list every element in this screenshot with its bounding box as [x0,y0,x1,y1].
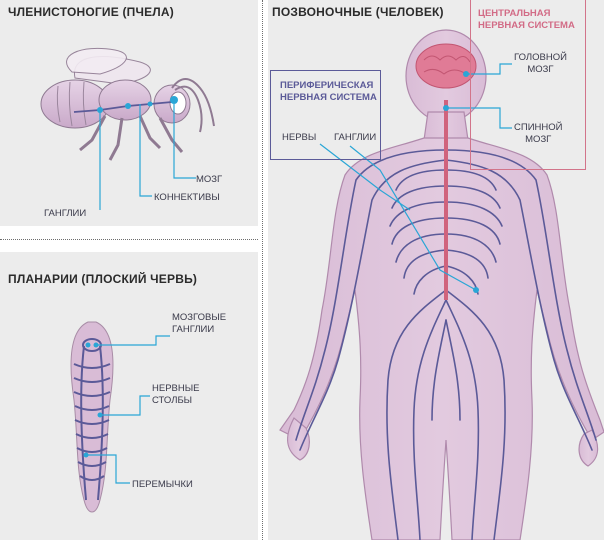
bee-brain-label: МОЗГ [196,174,223,185]
planaria-nerve-cords-label-line2: СТОЛБЫ [152,395,193,406]
bee-illustration [40,47,215,161]
cns-title-line2: НЕРВНАЯ СИСТЕМА [478,20,575,31]
planaria-panel [0,252,258,540]
planaria-brain-ganglia-label-line2: ГАНГЛИИ [172,324,215,335]
vertical-divider [262,0,263,540]
planaria-illustration [70,321,114,513]
brain-shape [415,43,477,89]
insect-title: ЧЛЕНИСТОНОГИЕ (ПЧЕЛА) [8,5,174,19]
planaria-nerve-cords-label-line1: НЕРВНЫЕ [152,383,200,394]
bee-connectives-label: КОННЕКТИВЫ [154,192,220,203]
spinal-cord-label-line2: МОЗГ [525,134,552,145]
pns-box [270,70,381,160]
cns-box [470,0,586,170]
cns-title-line1: ЦЕНТРАЛЬНАЯ [478,8,551,19]
peripheral-nerves [295,149,597,540]
human-brain-label-line2: МОЗГ [527,64,554,75]
human-ganglia-label: ГАНГЛИИ [334,132,377,143]
vertebrate-title: ПОЗВОНОЧНЫЕ (ЧЕЛОВЕК) [272,5,444,19]
cns-title: ЦЕНТРАЛЬНАЯ НЕРВНАЯ СИСТЕМА [478,8,575,32]
bee-ganglia-label: ГАНГЛИИ [44,208,87,219]
horizontal-divider [0,239,258,240]
spinal-cord-label-line1: СПИННОЙ [514,122,563,133]
human-brain-label: ГОЛОВНОЙ МОЗГ [514,52,567,76]
planaria-commissures-label: ПЕРЕМЫЧКИ [132,479,193,490]
pns-title-line2: НЕРВНАЯ СИСТЕМА [280,92,377,103]
nerves-label: НЕРВЫ [282,132,317,143]
planaria-brain-ganglia-label-line1: МОЗГОВЫЕ [172,312,227,323]
pns-title-line1: ПЕРИФЕРИЧЕСКАЯ [280,80,374,91]
spinal-cord-label: СПИННОЙ МОЗГ [514,122,562,146]
human-brain-label-line1: ГОЛОВНОЙ [514,52,567,63]
planaria-title: ПЛАНАРИИ (ПЛОСКИЙ ЧЕРВЬ) [8,272,198,286]
pns-title: ПЕРИФЕРИЧЕСКАЯ НЕРВНАЯ СИСТЕМА [280,80,377,104]
